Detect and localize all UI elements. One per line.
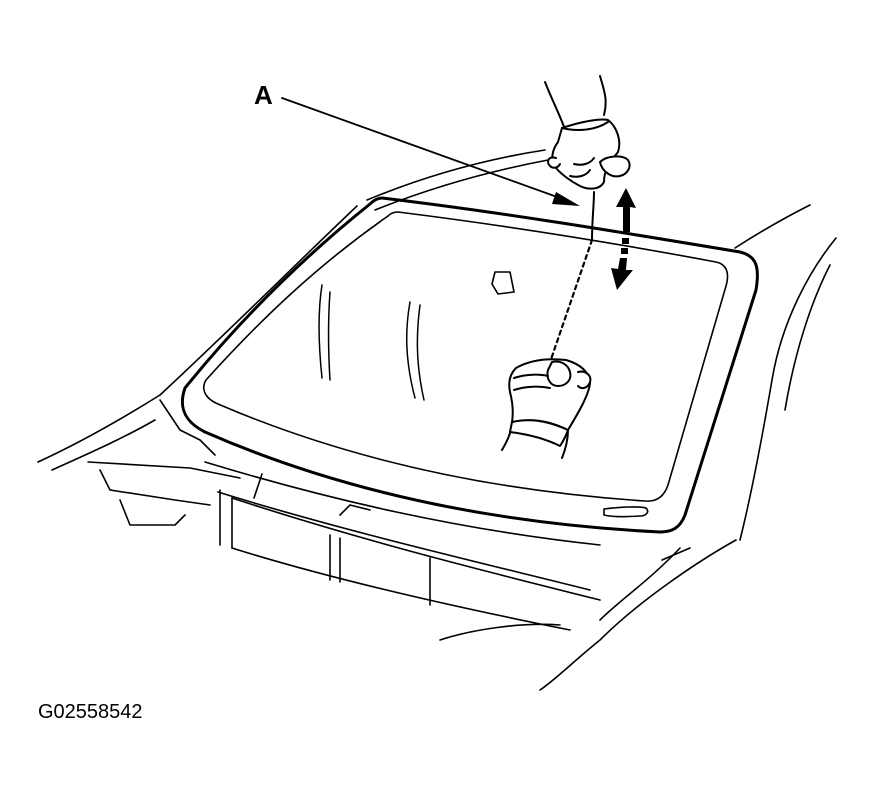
- glass-reflection-1: [318, 284, 323, 379]
- push-pull-arrows: [611, 188, 636, 290]
- left-cowl-detail-2: [119, 499, 186, 526]
- cutting-wire: [546, 191, 595, 370]
- left-fender-top: [37, 394, 161, 463]
- cowl-panel-lower: [231, 497, 601, 601]
- roof-edge: [366, 149, 546, 201]
- outside-handle: [599, 155, 631, 178]
- inside-handle: [546, 360, 572, 387]
- glass-reflection-3: [405, 301, 416, 399]
- left-bracket: [159, 399, 216, 456]
- arrow-dash-1: [622, 238, 629, 244]
- cowl-panel-top: [204, 461, 601, 546]
- mirror-mount: [491, 271, 515, 295]
- cowl-step: [253, 473, 263, 499]
- roof-edge-inner: [374, 159, 549, 211]
- glass-reflection-4: [416, 304, 425, 401]
- outside-hand: [544, 75, 631, 190]
- outside-finger-2: [573, 157, 595, 166]
- right-fender-inner: [599, 547, 681, 621]
- hood-curve: [439, 623, 561, 641]
- left-a-pillar: [159, 205, 358, 396]
- glass-reflection-2: [327, 291, 331, 381]
- callout-a-leader: [281, 97, 580, 206]
- outside-finger-1: [569, 169, 591, 178]
- windshield-inner-edge: [202, 211, 729, 502]
- inside-finger-2: [513, 385, 551, 391]
- arrow-down: [611, 258, 633, 290]
- wire-through-glass: [546, 238, 594, 370]
- car-body: [37, 149, 837, 691]
- inside-handle-right: [577, 370, 592, 390]
- outside-handle-left: [547, 156, 561, 169]
- hood-edge: [231, 547, 571, 631]
- callout-arrowhead: [552, 192, 580, 206]
- inside-finger-1: [513, 373, 549, 379]
- callout-label-a: A: [254, 80, 273, 110]
- right-pillar-outer: [739, 237, 837, 541]
- outside-cuff: [561, 121, 609, 131]
- arrow-dash-2: [621, 248, 628, 254]
- cowl-tab: [339, 504, 371, 516]
- figure-id: G02558542: [38, 701, 143, 723]
- windshield-outer-frame: [180, 196, 759, 534]
- arrow-up: [616, 188, 636, 232]
- inside-hand: [501, 358, 592, 459]
- right-fender-inner-2: [661, 547, 691, 561]
- left-cowl-edge: [87, 461, 241, 479]
- right-roof-line: [734, 204, 811, 249]
- left-fender-lower: [51, 419, 156, 471]
- left-cowl-detail: [99, 469, 211, 506]
- right-fender: [539, 539, 737, 691]
- windshield: [180, 196, 759, 534]
- right-pillar-inner: [784, 264, 831, 411]
- wire-upper-segment: [591, 191, 595, 241]
- vin-window: [603, 506, 649, 518]
- cowl-panel-front: [217, 491, 591, 591]
- callout-leader-line: [281, 97, 561, 199]
